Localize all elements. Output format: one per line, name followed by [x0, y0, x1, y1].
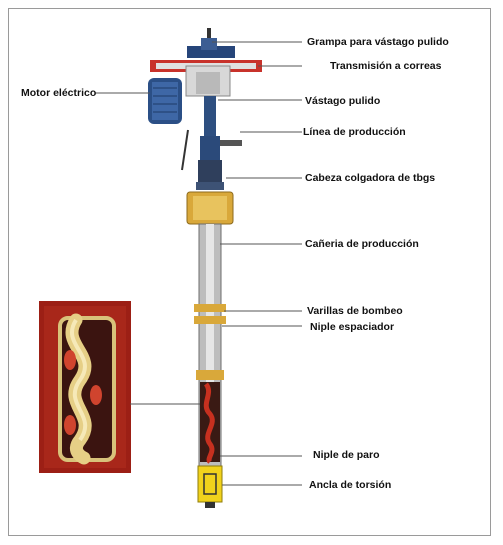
- tubing-string: [194, 223, 226, 503]
- torsion-anchor: [197, 465, 223, 508]
- drive-head: [150, 28, 262, 97]
- label-grampa: Grampa para vástago pulido: [307, 36, 449, 48]
- label-ancla: Ancla de torsión: [309, 479, 392, 491]
- label-motor: Motor eléctrico: [21, 87, 97, 99]
- leader-lines: [95, 41, 302, 486]
- tubing-hanger: [186, 191, 234, 225]
- label-vastago: Vástago pulido: [305, 95, 381, 107]
- label-niple-espaciador: Niple espaciador: [310, 321, 395, 333]
- electric-motor: [148, 78, 189, 171]
- label-varillas: Varillas de bombeo: [307, 305, 403, 317]
- label-cabeza: Cabeza colgadora de tbgs: [305, 172, 436, 184]
- label-transmision: Transmisión a correas: [330, 60, 442, 72]
- label-niple-paro: Niple de paro: [313, 449, 380, 461]
- label-caneria: Cañeria de producción: [305, 238, 419, 250]
- pump-inset: [39, 301, 131, 473]
- label-linea: Línea de producción: [303, 126, 406, 138]
- wellhead-stack: [196, 96, 242, 190]
